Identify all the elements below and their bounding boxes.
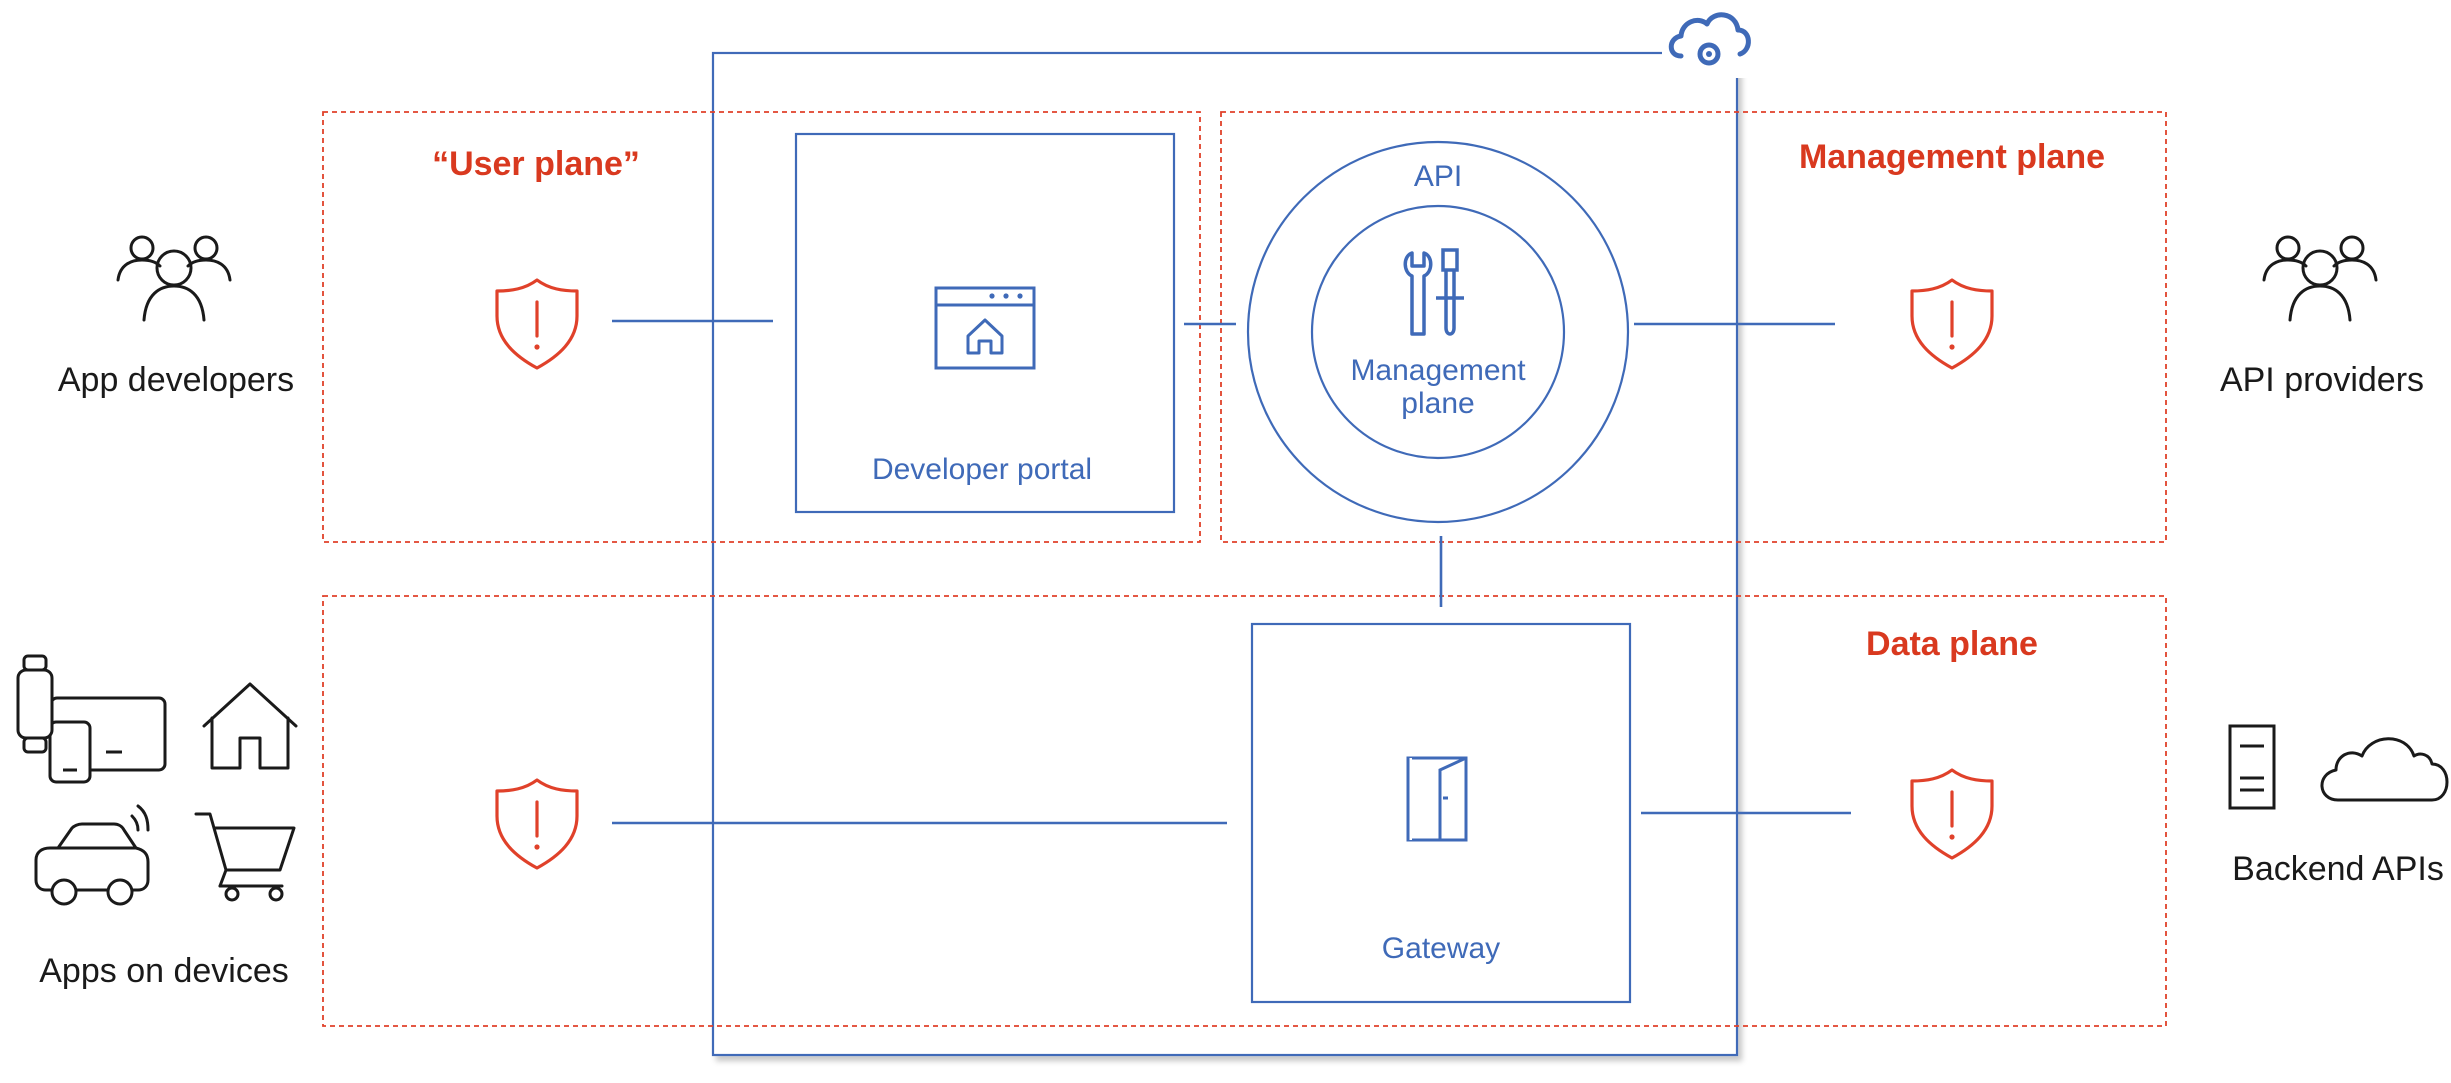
car-icon [34, 804, 150, 906]
gateway-box [1250, 622, 1632, 1004]
user-plane-label: “User plane” [432, 145, 640, 183]
developer-portal-box [794, 132, 1176, 514]
user-plane-zone [322, 111, 1201, 543]
app-developers-label: App developers [58, 361, 294, 399]
api-label: API [1414, 160, 1462, 193]
shield-alert-icon [1910, 768, 1994, 860]
api-providers-label: API providers [2220, 361, 2424, 399]
management-plane-inner-label-line1: Management [1350, 354, 1526, 387]
shield-alert-icon [1910, 278, 1994, 370]
backend-apis-label: Backend APIs [2232, 850, 2444, 888]
web-home-icon [934, 286, 1036, 370]
apps-on-devices-label: Apps on devices [39, 952, 289, 990]
api-circle [1246, 140, 1630, 524]
cart-icon [194, 812, 296, 902]
people-icon [116, 235, 232, 322]
shield-alert-icon [495, 778, 579, 870]
management-plane-circle [1310, 204, 1566, 460]
cloud-icon [2320, 737, 2449, 802]
management-plane-zone [1220, 111, 2167, 543]
house-icon [202, 682, 298, 770]
management-plane-label: Management plane [1799, 138, 2105, 176]
data-plane-label: Data plane [1866, 625, 2038, 663]
people-icon [2262, 235, 2378, 322]
management-plane-inner-label-line2: plane [1401, 387, 1474, 420]
gateway-label: Gateway [1382, 932, 1500, 965]
server-icon [2228, 724, 2276, 810]
api-management-service-box [711, 51, 1739, 1057]
shield-alert-icon [495, 278, 579, 370]
tools-icon [1403, 248, 1464, 336]
data-plane-zone [322, 595, 2167, 1027]
cloud-service-icon [1662, 6, 1752, 78]
devices-icon [16, 654, 167, 784]
door-icon [1406, 756, 1468, 842]
developer-portal-label: Developer portal [872, 453, 1092, 486]
